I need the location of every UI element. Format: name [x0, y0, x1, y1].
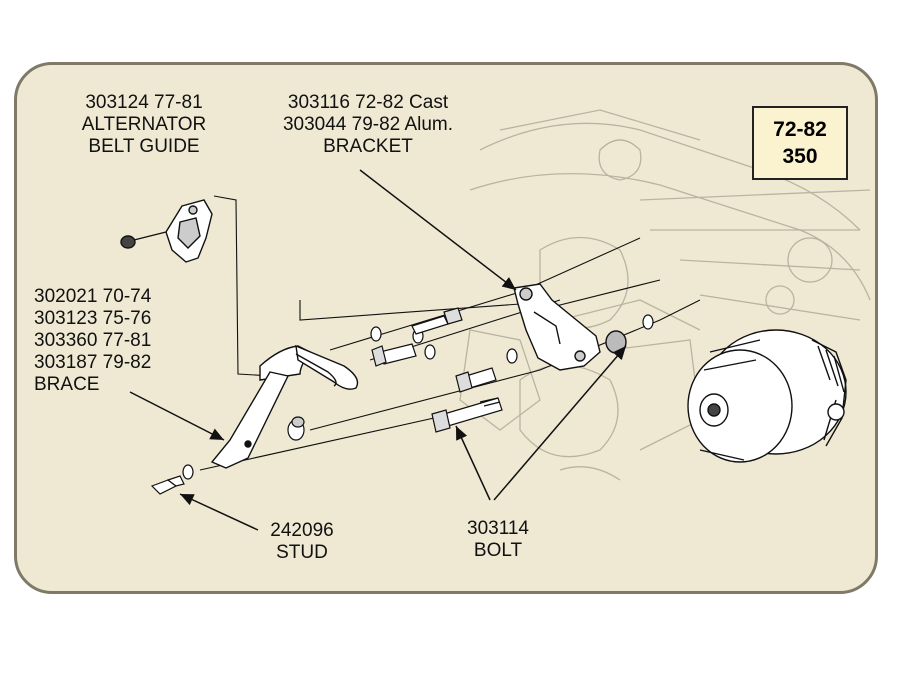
bracket-line-2: 303044 79-82 Alum.	[282, 114, 454, 135]
badge-years: 72-82	[773, 118, 827, 141]
stud-label: 242096 STUD	[252, 520, 352, 564]
stud-arrow	[179, 493, 259, 531]
brace-line-4: 303187 79-82	[34, 352, 152, 373]
belt-guide-line-2: ALTERNATOR	[81, 114, 207, 135]
bolt-arrow-left	[455, 425, 491, 501]
brace-line-5: BRACE	[34, 374, 100, 395]
bolt-label: 303114 BOLT	[448, 518, 548, 562]
application-badge: 72-82 350	[752, 106, 848, 180]
bracket-line-1: 303116 72-82 Cast	[287, 92, 449, 113]
stud-line-1: 242096	[270, 520, 334, 541]
bolt-parts	[371, 307, 503, 433]
brace-label: 302021 70-74 303123 75-76 303360 77-81 3…	[34, 286, 194, 396]
bracket-part	[513, 283, 627, 371]
diagram-panel	[14, 62, 878, 594]
alternator	[687, 329, 847, 463]
brace-line-2: 303123 75-76	[34, 308, 152, 329]
bracket-label: 303116 72-82 Cast 303044 79-82 Alum. BRA…	[260, 92, 476, 158]
brace-line-1: 302021 70-74	[34, 286, 152, 307]
bracket-line-3: BRACKET	[323, 136, 413, 157]
bolt-arrow-right	[493, 345, 627, 501]
washers	[182, 314, 654, 480]
belt-guide-line-3: BELT GUIDE	[88, 136, 200, 157]
brace-part	[210, 344, 359, 469]
brace-arrow	[129, 391, 225, 441]
brace-line-3: 303360 77-81	[34, 330, 152, 351]
belt-guide-label: 303124 77-81 ALTERNATOR BELT GUIDE	[58, 92, 230, 158]
bolt-line-2: BOLT	[473, 540, 523, 561]
guide-connector	[213, 195, 273, 377]
badge-engine: 350	[782, 145, 818, 168]
stud-line-2: STUD	[276, 542, 328, 563]
bracket-arrow	[359, 169, 517, 291]
stud-part	[150, 475, 185, 495]
alternator-belt-guide-part	[120, 199, 213, 263]
bolt-line-1: 303114	[467, 518, 529, 539]
connector-lines	[199, 195, 701, 471]
belt-guide-line-1: 303124 77-81	[85, 92, 203, 113]
